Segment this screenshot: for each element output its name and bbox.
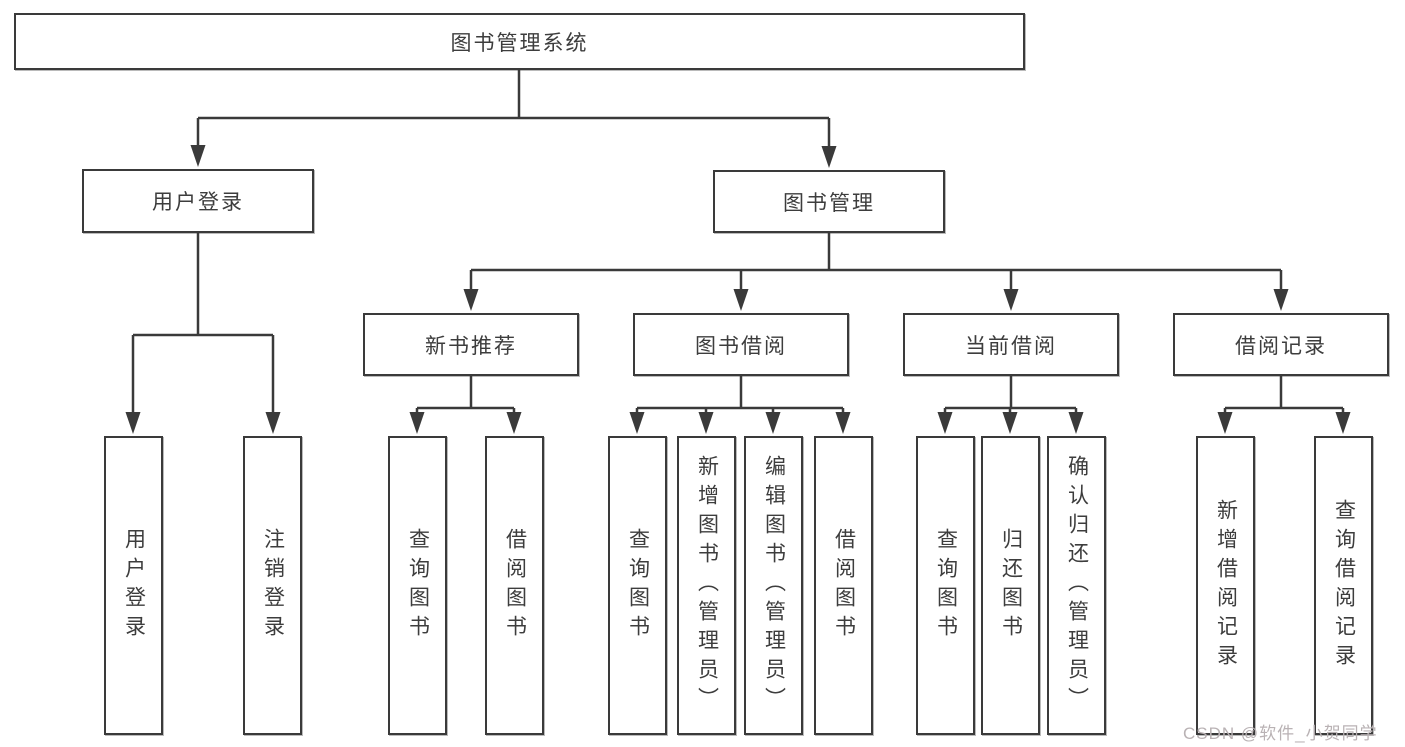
leaf-borrow-books-recommend-label: 借阅图书 [503, 527, 527, 644]
leaf-add-borrow-record: 新增借阅记录 [1196, 436, 1255, 735]
csdn-watermark: CSDN @软件_小贺同学 [1183, 724, 1378, 743]
leaf-edit-books-admin-label: 编辑图书（管理员） [762, 455, 786, 716]
leaf-confirm-return-admin: 确认归还（管理员） [1047, 436, 1106, 735]
leaf-add-books-admin: 新增图书（管理员） [677, 436, 736, 735]
leaf-query-books-recommend-label: 查询图书 [406, 527, 430, 644]
leaf-user-login-label: 用户登录 [122, 527, 146, 644]
leaf-borrow-books-recommend: 借阅图书 [485, 436, 544, 735]
leaf-edit-books-admin: 编辑图书（管理员） [744, 436, 803, 735]
leaf-query-books-recommend: 查询图书 [388, 436, 447, 735]
leaf-add-borrow-record-label: 新增借阅记录 [1214, 498, 1238, 673]
leaf-logout-label: 注销登录 [261, 527, 285, 644]
node-new-book-recommendation: 新书推荐 [363, 313, 579, 376]
leaf-return-books: 归还图书 [981, 436, 1040, 735]
leaf-add-books-admin-label: 新增图书（管理员） [695, 455, 719, 716]
leaf-query-borrow-record-label: 查询借阅记录 [1332, 498, 1356, 673]
leaf-logout: 注销登录 [243, 436, 302, 735]
leaf-query-books-borrowing: 查询图书 [608, 436, 667, 735]
leaf-borrow-books: 借阅图书 [814, 436, 873, 735]
node-user-login: 用户登录 [82, 169, 314, 233]
leaf-query-borrow-record: 查询借阅记录 [1314, 436, 1373, 735]
leaf-borrow-books-label: 借阅图书 [832, 527, 856, 644]
node-borrowing-records: 借阅记录 [1173, 313, 1389, 376]
leaf-query-books-borrowing-label: 查询图书 [626, 527, 650, 644]
node-library-management-system: 图书管理系统 [14, 13, 1025, 70]
leaf-user-login: 用户登录 [104, 436, 163, 735]
node-book-borrowing: 图书借阅 [633, 313, 849, 376]
leaf-confirm-return-admin-label: 确认归还（管理员） [1065, 455, 1089, 716]
leaf-query-books-current: 查询图书 [916, 436, 975, 735]
leaf-return-books-label: 归还图书 [999, 527, 1023, 644]
node-current-borrowing: 当前借阅 [903, 313, 1119, 376]
leaf-query-books-current-label: 查询图书 [934, 527, 958, 644]
node-book-management: 图书管理 [713, 170, 945, 233]
